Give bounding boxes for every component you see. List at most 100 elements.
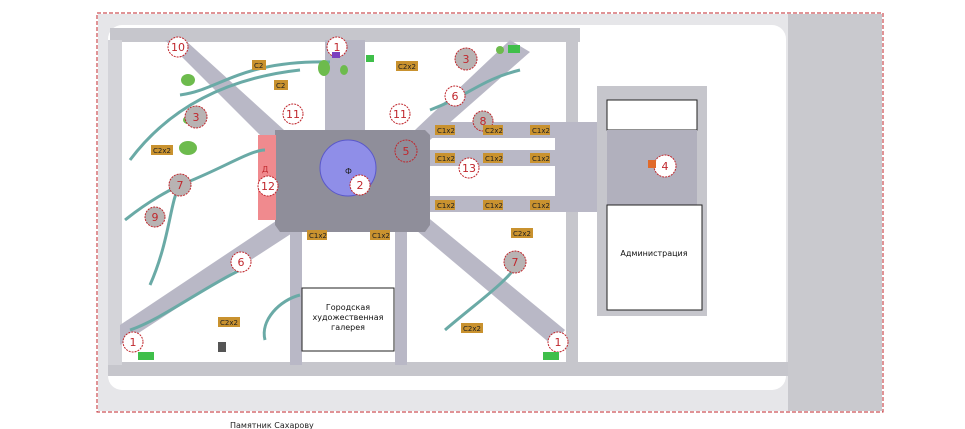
equipment-tags: С2 С2 С2х2 С2х2 С2х2 С2х2 С2х2 С2х2 С1х2…: [151, 60, 550, 333]
equipment-tag: С2х2: [511, 228, 533, 238]
greenery: [179, 46, 504, 155]
equipment-tag: С1х2: [435, 200, 455, 210]
admin-annex: [606, 99, 698, 131]
utility-marker: [508, 45, 520, 53]
utility-marker: [138, 352, 154, 360]
svg-text:С1х2: С1х2: [437, 155, 455, 163]
svg-text:С2х2: С2х2: [220, 319, 238, 327]
svg-text:С1х2: С1х2: [309, 232, 327, 240]
svg-text:С2х2: С2х2: [513, 230, 531, 238]
svg-text:3: 3: [463, 53, 470, 66]
svg-text:7: 7: [177, 179, 184, 192]
svg-text:С2х2: С2х2: [485, 127, 503, 135]
equipment-tag: С2х2: [396, 61, 418, 71]
svg-text:С1х2: С1х2: [437, 202, 455, 210]
zone-marker-11: 11: [282, 103, 304, 125]
top-walkway: [110, 28, 580, 42]
equipment-tag: С1х2: [370, 230, 390, 240]
south-alley-east: [395, 225, 407, 365]
zone-marker-3: 3: [184, 105, 208, 129]
admin-building: [606, 204, 703, 311]
zone-marker-3: 3: [454, 47, 478, 71]
gallery-building: [301, 287, 395, 352]
equipment-tag: С1х2: [530, 125, 550, 135]
svg-text:2: 2: [357, 179, 364, 192]
kiosk: [218, 342, 226, 352]
equipment-tag: С1х2: [435, 153, 455, 163]
road-east: [788, 14, 882, 411]
svg-text:С2х2: С2х2: [398, 63, 416, 71]
svg-text:11: 11: [286, 108, 300, 121]
equipment-tag: С2х2: [151, 145, 173, 155]
svg-text:С1х2: С1х2: [485, 155, 503, 163]
zone-marker-12: 12: [257, 175, 279, 197]
svg-text:11: 11: [393, 108, 407, 121]
entrance-marker: [648, 160, 656, 168]
svg-text:С2: С2: [254, 62, 263, 70]
svg-text:1: 1: [334, 41, 341, 54]
equipment-tag: С1х2: [530, 153, 550, 163]
equipment-tag: С2х2: [218, 317, 240, 327]
site-boundary: [96, 12, 884, 413]
left-walkway: [108, 40, 122, 365]
utility-marker: [366, 55, 374, 62]
svg-text:10: 10: [171, 41, 185, 54]
zone-marker-6: 6: [230, 251, 252, 273]
equipment-tag: С1х2: [483, 200, 503, 210]
svg-text:9: 9: [152, 211, 159, 224]
stage-letter: Д: [262, 165, 268, 174]
equipment-tag: С2: [274, 80, 288, 90]
equipment-tag: С1х2: [483, 153, 503, 163]
svg-text:С2: С2: [276, 82, 285, 90]
svg-text:3: 3: [193, 111, 200, 124]
svg-text:С1х2: С1х2: [532, 155, 550, 163]
zone-marker-7: 7: [168, 173, 192, 197]
zone-marker-9: 9: [144, 206, 166, 228]
zone-markers: 1 1 1 2 3 3 4 5 6 6 7 7 8 9 10 11 11 12 …: [122, 36, 677, 353]
svg-text:6: 6: [452, 90, 459, 103]
zone-marker-11: 11: [389, 103, 411, 125]
zone-marker-4: 4: [653, 154, 677, 178]
svg-text:1: 1: [130, 336, 137, 349]
entrance-marker: [332, 52, 340, 58]
equipment-tag: С1х2: [530, 200, 550, 210]
svg-text:С2х2: С2х2: [463, 325, 481, 333]
zone-marker-1: 1: [547, 331, 569, 353]
footer-label: Памятник Сахарову: [230, 421, 314, 429]
equipment-tag: С2: [252, 60, 266, 70]
admin-entrance-plaza: [555, 128, 605, 203]
zone-marker-7: 7: [503, 250, 527, 274]
zone-marker-10: 10: [167, 36, 189, 58]
zone-marker-13: 13: [458, 157, 480, 179]
svg-text:12: 12: [261, 180, 275, 193]
svg-text:6: 6: [238, 256, 245, 269]
zone-marker-5: 5: [394, 139, 418, 163]
bottom-walkway: [108, 362, 788, 376]
svg-text:4: 4: [662, 160, 669, 173]
svg-text:С1х2: С1х2: [372, 232, 390, 240]
admin-label: Администрация: [620, 249, 687, 258]
equipment-tag: С1х2: [307, 230, 327, 240]
gallery-line-3: галерея: [331, 323, 365, 332]
svg-text:7: 7: [512, 256, 519, 269]
svg-text:8: 8: [480, 115, 487, 128]
svg-text:13: 13: [462, 162, 476, 175]
zone-marker-2: 2: [349, 174, 371, 196]
zone-marker-1: 1: [122, 331, 144, 353]
fountain-letter: Ф: [345, 167, 352, 176]
svg-text:С1х2: С1х2: [532, 127, 550, 135]
svg-text:С1х2: С1х2: [532, 202, 550, 210]
svg-text:С1х2: С1х2: [485, 202, 503, 210]
equipment-tag: С1х2: [435, 125, 455, 135]
svg-text:5: 5: [403, 145, 410, 158]
svg-text:С2х2: С2х2: [153, 147, 171, 155]
equipment-tag: С2х2: [461, 323, 483, 333]
svg-text:С1х2: С1х2: [437, 127, 455, 135]
svg-text:1: 1: [555, 336, 562, 349]
zone-marker-6: 6: [444, 85, 466, 107]
gallery-line-2: художественная: [313, 313, 384, 322]
gallery-line-1: Городская: [326, 303, 370, 312]
utility-marker: [543, 352, 559, 360]
equipment-tag: С2х2: [483, 125, 503, 135]
